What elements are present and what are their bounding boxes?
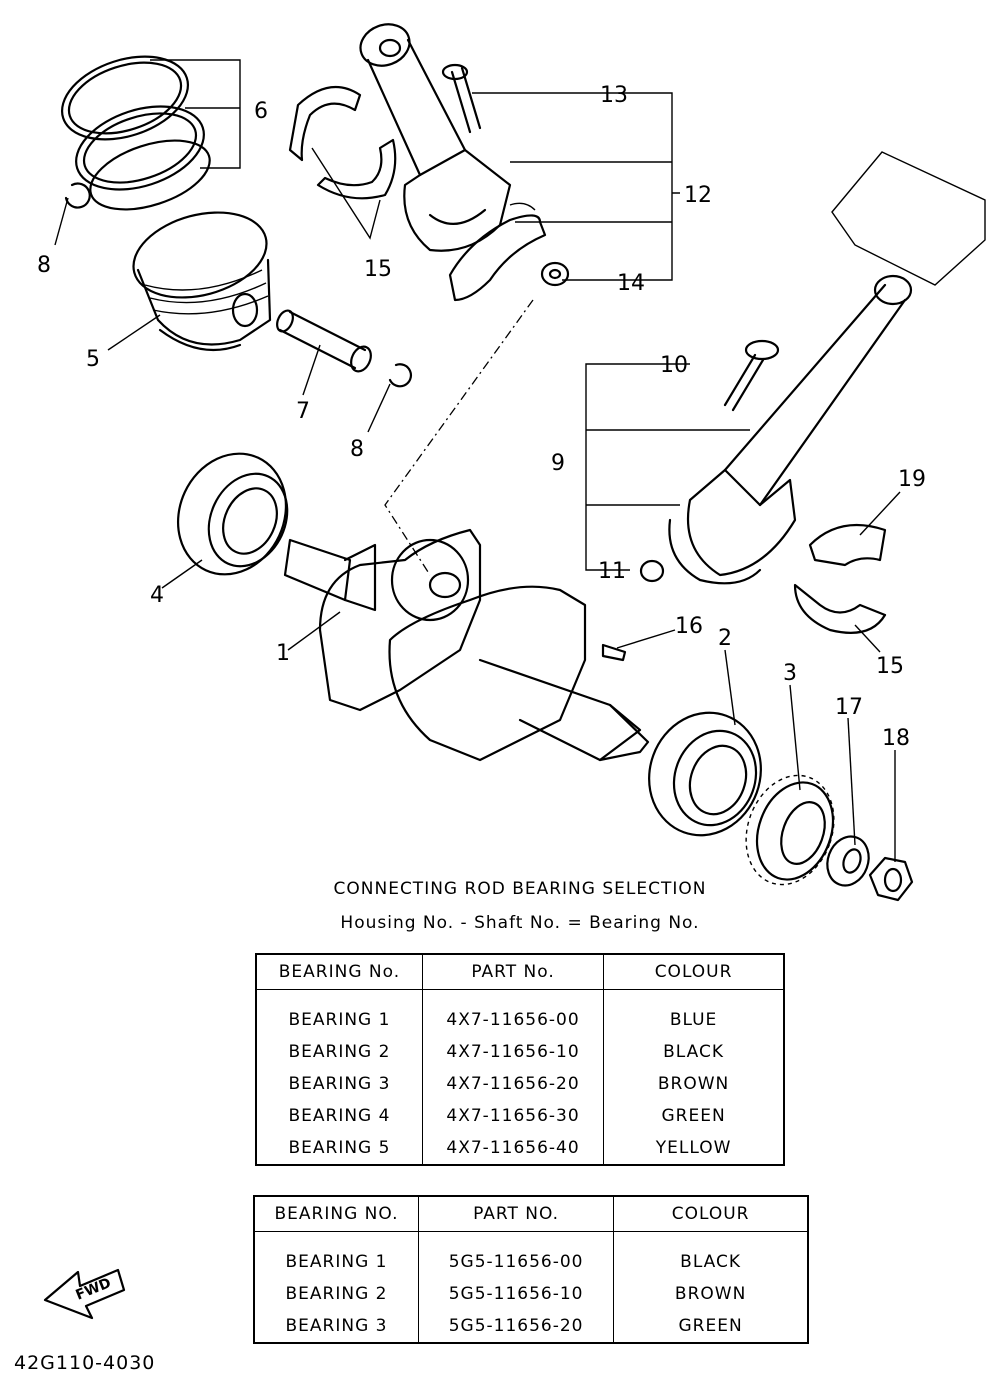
circlip-lower [388, 363, 413, 388]
table-row: BEARING 1 4X7-11656-00 BLUE [256, 1004, 784, 1036]
figure-number: 42G110-4030 [14, 1352, 156, 1374]
crankshaft [283, 528, 650, 762]
callout-label: 5 [86, 347, 100, 372]
callout-label: 1 [276, 641, 290, 666]
bearing-cell: BEARING 1 [256, 1004, 423, 1036]
table-row: BEARING 5 4X7-11656-40 YELLOW [256, 1132, 784, 1165]
callout-label: 14 [617, 271, 645, 296]
part-number-cell: 4X7-11656-40 [422, 1132, 605, 1165]
bearing-cell: BEARING 3 [254, 1310, 419, 1343]
bearing-left [176, 452, 289, 576]
callout-label: 7 [296, 399, 310, 424]
column-header: PART NO. [418, 1196, 615, 1232]
bearing-shells-right [793, 523, 887, 634]
selection-title: CONNECTING ROD BEARING SELECTION [333, 879, 707, 899]
piston-rings [60, 55, 211, 211]
callout-labels: 1 2 3 4 5 6 7 8 8 9 10 11 12 13 14 15 15… [37, 83, 926, 751]
bearing-cell: BEARING 3 [256, 1068, 423, 1100]
callout-label: 6 [254, 99, 268, 124]
bearing-cell: BEARING 2 [256, 1036, 423, 1068]
connecting-rod-right [639, 151, 986, 585]
bearing-cell: BEARING 2 [254, 1278, 419, 1310]
bearing-cell: BEARING 1 [254, 1246, 419, 1278]
callout-label: 3 [783, 661, 797, 686]
crankshaft-nut [868, 856, 914, 902]
callout-label: 11 [598, 559, 626, 584]
callout-label: 19 [898, 467, 926, 492]
colour-cell: BLACK [663, 1042, 725, 1062]
part-number-cell: 4X7-11656-20 [422, 1068, 605, 1100]
colour-cell: BLACK [680, 1252, 742, 1272]
bearing-table-2: BEARING NO. PART NO. COLOUR BEARING 1 5G… [253, 1195, 809, 1344]
leader-lines [54, 59, 901, 862]
callout-label: 9 [551, 451, 565, 476]
part-number-cell: 5G5-11656-20 [418, 1310, 615, 1343]
callout-label: 18 [882, 726, 910, 751]
washer [826, 835, 870, 887]
table-row: BEARING 3 4X7-11656-20 BROWN [256, 1068, 784, 1100]
connecting-rod-upper [359, 23, 570, 302]
table-row: BEARING 3 5G5-11656-20 GREEN [254, 1310, 808, 1343]
drive-gear [745, 774, 835, 886]
woodruff-key [601, 643, 627, 662]
column-header: COLOUR [613, 1196, 808, 1232]
column-header: BEARING NO. [254, 1196, 419, 1232]
bearing-cell: BEARING 4 [256, 1100, 423, 1132]
callout-label: 17 [835, 695, 863, 720]
table-row: BEARING 4 4X7-11656-30 GREEN [256, 1100, 784, 1132]
table-row: BEARING 1 5G5-11656-00 BLACK [254, 1246, 808, 1278]
column-header: PART No. [422, 954, 605, 990]
selection-formula: Housing No. - Shaft No. = Bearing No. [340, 913, 700, 933]
callout-label: 8 [350, 437, 364, 462]
part-number-cell: 4X7-11656-00 [422, 1004, 605, 1036]
table-header-row: BEARING No. PART No. COLOUR [256, 954, 784, 990]
bearing-table-1: BEARING No. PART No. COLOUR BEARING 1 4X… [255, 953, 785, 1166]
callout-label: 12 [684, 183, 712, 208]
callout-label: 8 [37, 253, 51, 278]
fwd-arrow-icon: FWD [43, 1268, 126, 1320]
bearing-cell: BEARING 5 [256, 1132, 423, 1165]
piston [132, 211, 272, 352]
callout-label: 10 [660, 353, 688, 378]
table-row: BEARING 2 4X7-11656-10 BLACK [256, 1036, 784, 1068]
colour-cell: BROWN [657, 1074, 730, 1094]
part-number-cell: 5G5-11656-00 [418, 1246, 615, 1278]
colour-cell: GREEN [661, 1106, 726, 1126]
part-number-cell: 4X7-11656-10 [422, 1036, 605, 1068]
colour-cell: GREEN [678, 1316, 743, 1336]
table-header-row: BEARING NO. PART NO. COLOUR [254, 1196, 808, 1232]
colour-cell: BLUE [669, 1010, 718, 1030]
circlip-upper [64, 182, 91, 209]
table-row: BEARING 2 5G5-11656-10 BROWN [254, 1278, 808, 1310]
bearing-shells-upper [288, 85, 397, 200]
part-number-cell: 4X7-11656-30 [422, 1100, 605, 1132]
callout-label: 16 [675, 614, 703, 639]
colour-cell: BROWN [674, 1284, 747, 1304]
piston-pin [276, 309, 372, 373]
bearing-right [648, 711, 762, 837]
colour-cell: YELLOW [655, 1138, 732, 1158]
callout-label: 15 [364, 257, 392, 282]
callout-label: 2 [718, 626, 732, 651]
part-number-cell: 5G5-11656-10 [418, 1278, 615, 1310]
callout-label: 15 [876, 654, 904, 679]
column-header: BEARING No. [256, 954, 423, 990]
column-header: COLOUR [603, 954, 784, 990]
callout-label: 4 [150, 583, 164, 608]
callout-label: 13 [600, 83, 628, 108]
